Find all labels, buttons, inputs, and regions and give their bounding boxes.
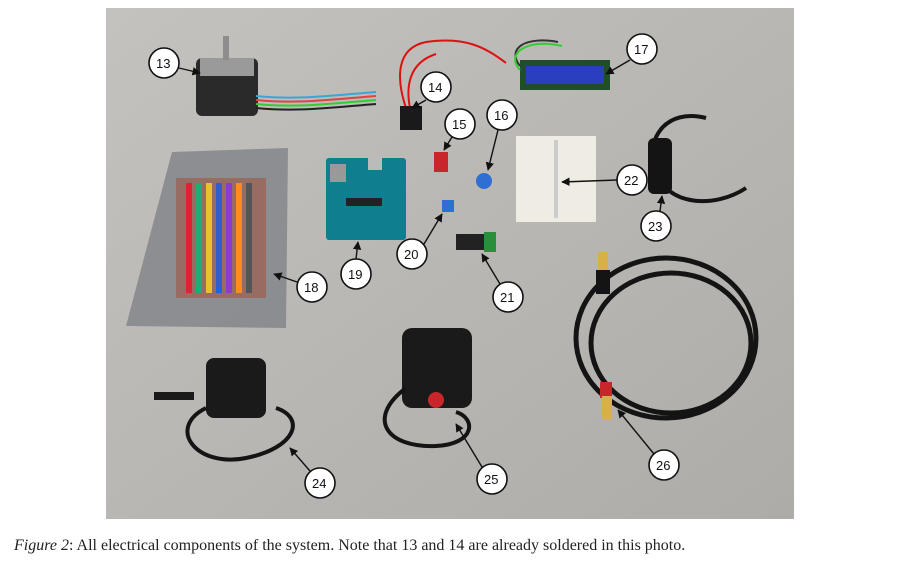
callout-16: 16: [485, 99, 518, 171]
arduino-board: [326, 158, 406, 240]
wall-adapter-small: [154, 358, 295, 462]
figure-label: Figure 2: [14, 537, 69, 554]
svg-text:13: 13: [156, 56, 170, 71]
svg-text:24: 24: [312, 476, 326, 491]
inline-switch-cable: [648, 114, 748, 204]
stepper-motor: [196, 36, 377, 116]
svg-text:21: 21: [500, 290, 514, 305]
callout-23: 23: [640, 195, 672, 242]
svg-text:20: 20: [404, 247, 418, 262]
callout-18: 18: [273, 271, 328, 303]
callout-17: 17: [605, 33, 658, 75]
callout-15: 15: [443, 108, 476, 151]
callout-22: 22: [561, 164, 648, 196]
lcd-display: [514, 39, 610, 90]
callout-25: 25: [455, 423, 508, 495]
jumper-wire-bag: [126, 148, 288, 328]
breadboard: [516, 136, 596, 222]
callout-24: 24: [289, 447, 336, 499]
wall-adapter-multi: [382, 328, 472, 449]
svg-text:23: 23: [648, 219, 662, 234]
svg-text:19: 19: [348, 267, 362, 282]
barrel-jack-adapter: [456, 232, 496, 252]
svg-text:14: 14: [428, 80, 442, 95]
usb-cable: [573, 252, 759, 421]
callout-13: 13: [148, 47, 201, 79]
callout-21: 21: [481, 253, 524, 313]
potentiometer-large: [476, 173, 492, 189]
svg-text:18: 18: [304, 280, 318, 295]
caption-text: : All electrical components of the syste…: [68, 537, 686, 554]
svg-text:25: 25: [484, 472, 498, 487]
motor-driver: [434, 152, 448, 172]
callout-19: 19: [340, 241, 372, 290]
svg-text:26: 26: [656, 458, 670, 473]
callout-20: 20: [396, 213, 443, 270]
rocker-switch: [399, 39, 507, 130]
components-photo: 13 14 15 16 17 18 19 20 21: [106, 8, 794, 519]
svg-text:16: 16: [494, 108, 508, 123]
callout-14: 14: [411, 71, 452, 109]
potentiometer-small: [442, 200, 454, 212]
callout-26: 26: [617, 409, 680, 481]
svg-text:17: 17: [634, 42, 648, 57]
svg-text:15: 15: [452, 117, 466, 132]
svg-text:22: 22: [624, 173, 638, 188]
figure-caption: Figure 2: All electrical components of t…: [14, 537, 894, 555]
